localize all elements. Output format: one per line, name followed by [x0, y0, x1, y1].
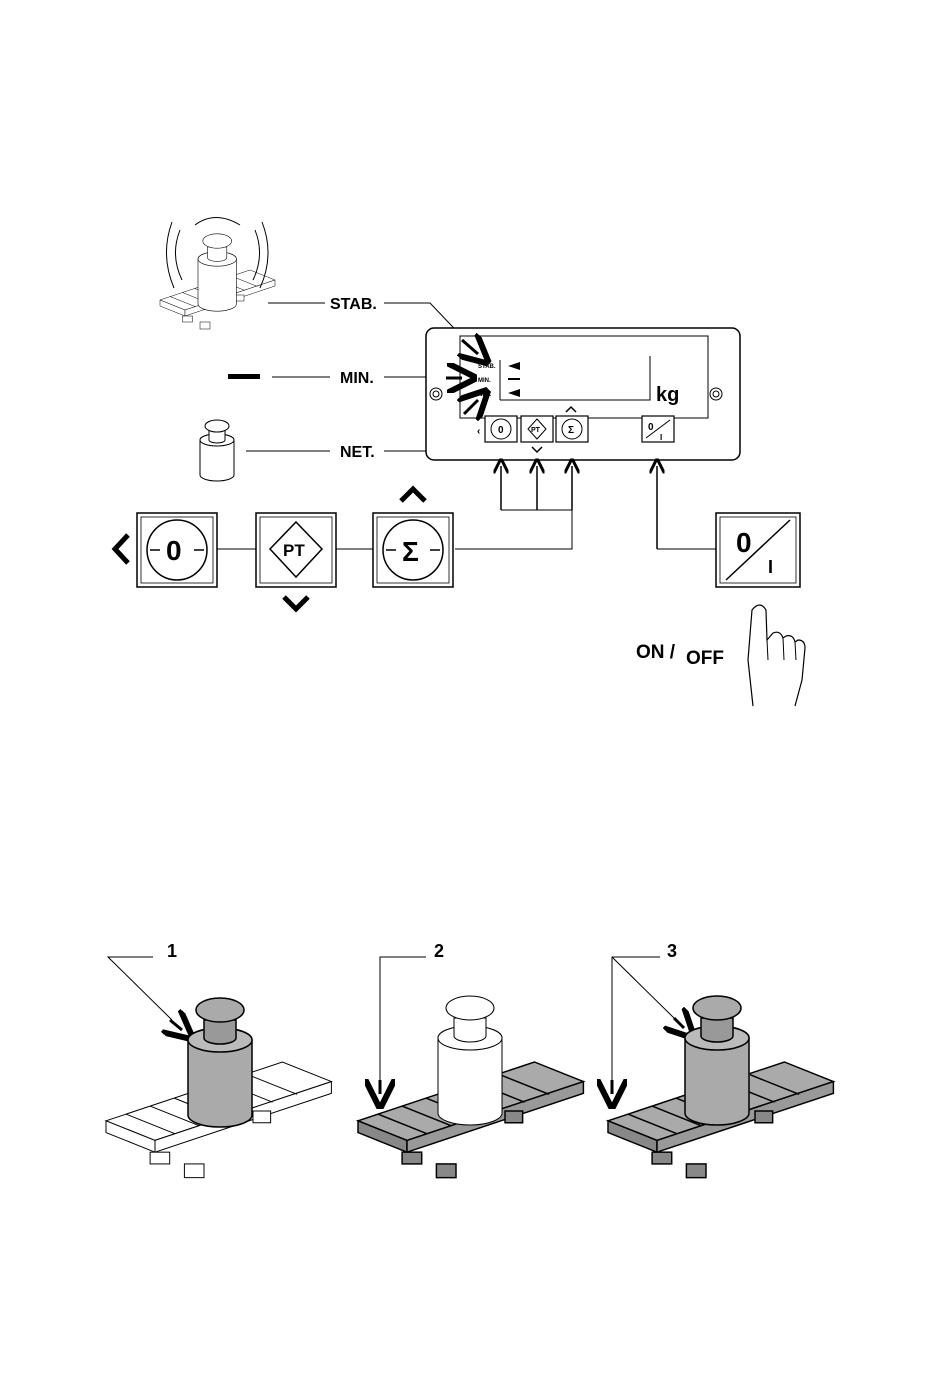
net-label: NET. [340, 444, 375, 461]
step-1: 1 [106, 941, 331, 1178]
small-left-chevron-icon: ‹ [477, 426, 480, 437]
step-2-label: 2 [434, 941, 444, 961]
indicator-panel: STAB. MIN. NET. kg ‹ 0 PT Σ 0 I [426, 328, 740, 460]
display-net-text: NET. [478, 392, 491, 398]
left-chevron-icon [115, 535, 128, 563]
small-onoff-bottom-label: I [660, 433, 662, 442]
zero-key[interactable]: 0 [115, 513, 217, 587]
display-min-text: MIN. [478, 378, 491, 384]
small-zero-key-label: 0 [498, 425, 504, 436]
min-label: MIN. [340, 370, 374, 387]
onoff-bottom-label: I [768, 557, 773, 577]
down-chevron-icon [284, 597, 308, 609]
sum-key[interactable]: Σ [373, 489, 453, 587]
off-label: OFF [686, 648, 724, 669]
zero-key-label: 0 [166, 535, 182, 566]
small-pt-key-label: PT [531, 427, 541, 434]
unstable-load-icon [160, 218, 275, 330]
stab-label: STAB. [330, 296, 377, 313]
pointing-hand-icon [748, 605, 805, 706]
step-1-label: 1 [167, 941, 177, 961]
on-off-key[interactable]: 0 I [716, 513, 800, 587]
small-sigma-key-label: Σ [568, 425, 574, 436]
step-3: 3 [608, 941, 833, 1178]
preset-tare-key[interactable]: PT [256, 513, 336, 609]
step-2: 2 [358, 941, 583, 1178]
up-chevron-icon [401, 489, 425, 501]
minimum-bar-icon [228, 374, 260, 379]
tare-weight-icon [200, 420, 234, 481]
sigma-key-label: Σ [402, 536, 419, 567]
onoff-top-label: 0 [736, 527, 752, 558]
step-3-label: 3 [667, 941, 677, 961]
unit-kg: kg [656, 384, 679, 406]
on-label: ON / [636, 642, 676, 663]
display-stab-text: STAB. [478, 364, 496, 370]
small-onoff-top-label: 0 [648, 422, 654, 433]
pt-key-label: PT [283, 541, 305, 560]
key-link-arrows [455, 466, 716, 549]
